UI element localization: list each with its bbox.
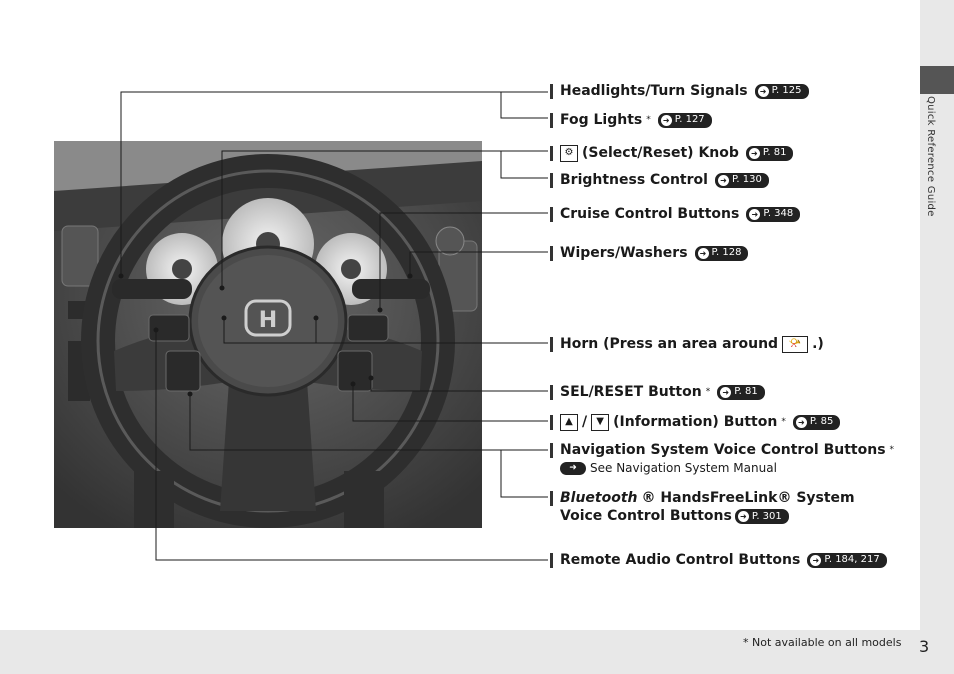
callout-bar xyxy=(550,172,553,188)
page-number: 3 xyxy=(919,637,930,656)
callout-text: (Select/Reset) Knob xyxy=(582,145,739,161)
callout-headlights: Headlights/Turn Signals ➜P. 125 xyxy=(550,82,809,100)
side-tab-marker xyxy=(920,66,954,94)
page-ref-text: P. 348 xyxy=(763,208,794,219)
callout-text-italic: Bluetooth xyxy=(560,490,638,506)
callout-subtext[interactable]: See Navigation System Manual xyxy=(590,461,777,475)
callout-navigation-sub: ➜ See Navigation System Manual xyxy=(560,461,777,475)
callout-navigation-voice: Navigation System Voice Control Buttons* xyxy=(550,441,894,459)
callout-text-line2: Voice Control Buttons xyxy=(560,508,732,524)
arrow-icon: ➜ xyxy=(810,554,822,566)
callout-bluetooth-line2: Voice Control Buttons ➜P. 301 xyxy=(560,508,789,524)
callout-text: Brightness Control xyxy=(560,172,708,188)
arrow-icon: ➜ xyxy=(748,147,760,159)
callout-bar xyxy=(550,490,553,506)
callout-text: (Information) Button xyxy=(613,414,778,430)
callout-cruise-control: Cruise Control Buttons ➜P. 348 xyxy=(550,205,801,223)
svg-text:H: H xyxy=(259,308,277,333)
page-ref-text: P. 301 xyxy=(751,510,782,522)
asterisk-mark: * xyxy=(889,445,895,455)
asterisk-mark: * xyxy=(646,115,651,125)
callout-brightness: Brightness Control ➜P. 130 xyxy=(550,171,769,189)
callout-bar xyxy=(550,384,553,400)
steering-wheel-illustration: H xyxy=(54,141,482,528)
arrow-icon: ➜ xyxy=(717,174,729,186)
side-strip xyxy=(920,0,954,674)
callout-horn: Horn (Press an area around 📯 .) xyxy=(550,335,824,353)
arrow-icon: ➜ xyxy=(737,510,749,522)
page-ref-link[interactable]: ➜P. 85 xyxy=(792,414,841,430)
callout-bar xyxy=(550,83,553,99)
page-ref-text: P. 127 xyxy=(674,114,705,125)
callout-bluetooth: Bluetooth® HandsFreeLink® System xyxy=(550,489,855,507)
footnote: * Not available on all models xyxy=(743,636,902,649)
callout-text: Headlights/Turn Signals xyxy=(560,83,748,99)
callout-bar xyxy=(550,145,553,161)
page-ref-link[interactable]: ➜P. 130 xyxy=(714,172,769,188)
select-reset-knob-icon: ⚙ xyxy=(560,144,578,162)
page-ref-link[interactable]: ➜P. 125 xyxy=(754,83,809,99)
callout-wipers: Wipers/Washers ➜P. 128 xyxy=(550,244,749,262)
callout-bar xyxy=(550,442,553,458)
arrow-icon: ➜ xyxy=(795,416,807,428)
callout-text: SEL/RESET Button xyxy=(560,384,702,400)
callout-text: ® HandsFreeLink® System xyxy=(641,490,855,506)
arrow-icon: ➜ xyxy=(660,114,672,126)
callout-text: Fog Lights xyxy=(560,112,643,128)
callout-text: Remote Audio Control Buttons xyxy=(560,552,801,568)
callout-text: Horn (Press an area around xyxy=(560,336,779,352)
page-ref-link[interactable]: ➜P. 81 xyxy=(717,384,765,400)
horn-icon: 📯 xyxy=(782,335,809,353)
callout-bar xyxy=(550,552,553,568)
callout-text: Cruise Control Buttons xyxy=(560,206,740,222)
page-ref-link[interactable]: ➜P. 128 xyxy=(694,245,749,261)
callout-text: Navigation System Voice Control Buttons xyxy=(560,442,886,458)
footer-band xyxy=(0,630,920,674)
arrow-icon: ➜ xyxy=(560,461,586,475)
page-ref-text: P. 81 xyxy=(734,386,758,397)
callout-bar xyxy=(550,414,553,430)
callout-bar xyxy=(550,245,553,261)
info-up-icon: ▲ xyxy=(560,413,578,431)
page-ref-link[interactable]: ➜P. 184, 217 xyxy=(807,552,887,568)
asterisk-mark: * xyxy=(781,417,786,427)
page-ref-text: P. 130 xyxy=(731,174,762,185)
info-down-icon: ▼ xyxy=(591,413,610,431)
asterisk-mark: * xyxy=(705,387,711,397)
arrow-icon: ➜ xyxy=(757,85,769,97)
arrow-icon: ➜ xyxy=(720,386,732,398)
page-ref-link[interactable]: ➜P. 81 xyxy=(745,145,794,161)
callout-bar xyxy=(550,112,553,128)
callout-bar xyxy=(550,206,553,222)
page-ref-text: P. 184, 217 xyxy=(824,554,880,565)
callout-sel-reset-button: SEL/RESET Button* ➜P. 81 xyxy=(550,383,765,401)
side-tab-label: Quick Reference Guide xyxy=(925,96,936,217)
arrow-icon: ➜ xyxy=(749,208,761,220)
callout-bar xyxy=(550,336,553,352)
arrow-icon: ➜ xyxy=(697,247,709,259)
page-ref-text: P. 81 xyxy=(762,147,787,158)
callout-remote-audio: Remote Audio Control Buttons ➜P. 184, 21… xyxy=(550,551,887,569)
page-ref-link[interactable]: ➜P. 127 xyxy=(657,112,712,128)
page-ref-link[interactable]: ➜P. 301 xyxy=(734,508,789,524)
page-ref-text: P. 85 xyxy=(809,416,834,427)
page-ref-text: P. 128 xyxy=(711,247,742,258)
callout-text: Wipers/Washers xyxy=(560,245,688,261)
callout-text-after: .) xyxy=(812,336,824,352)
callout-separator: / xyxy=(582,414,588,430)
page-ref-link[interactable]: ➜P. 348 xyxy=(746,206,801,222)
callout-information-button: ▲ / ▼ (Information) Button* ➜P. 85 xyxy=(550,413,841,431)
callout-select-reset-knob: ⚙ (Select/Reset) Knob ➜P. 81 xyxy=(550,144,794,162)
callout-fog-lights: Fog Lights* ➜P. 127 xyxy=(550,111,712,129)
page-ref-text: P. 125 xyxy=(771,85,802,96)
